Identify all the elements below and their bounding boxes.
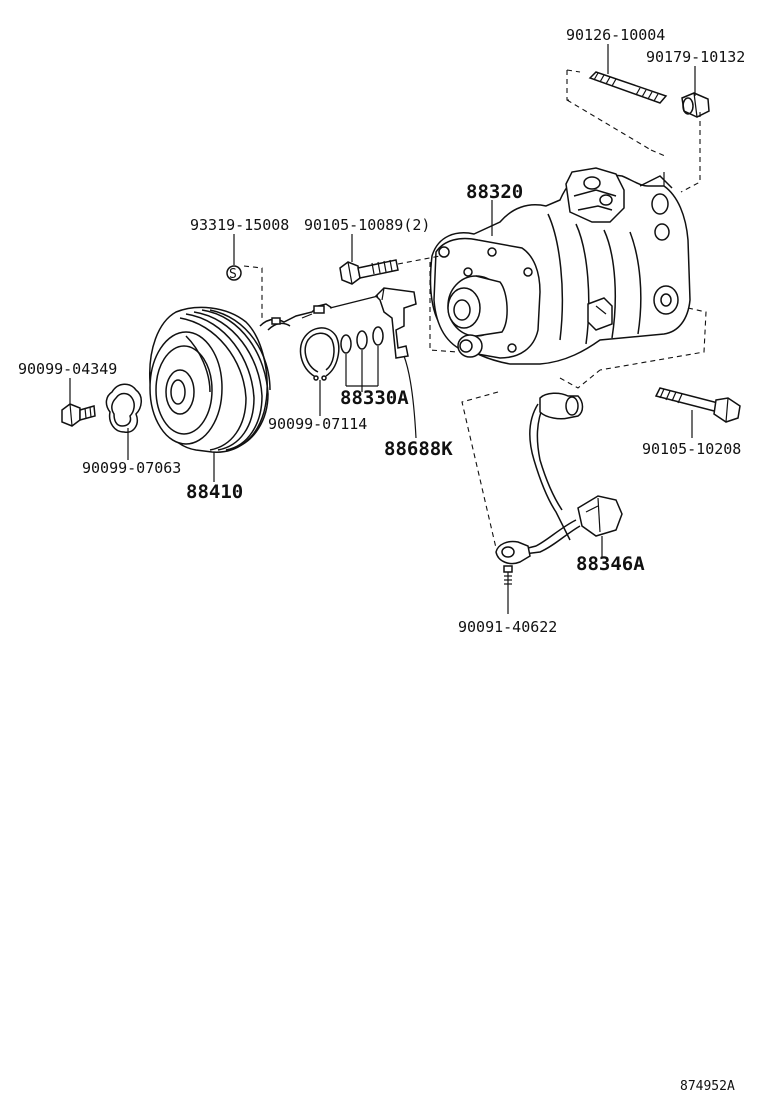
long-bolt-part — [654, 387, 741, 423]
washer-symbol: S — [229, 267, 237, 282]
shim-part — [105, 383, 142, 433]
callout-88320: 88320 — [466, 181, 523, 203]
callout-93319-15008: 93319-15008 — [190, 216, 289, 234]
center-bolt-part — [61, 403, 96, 427]
screw-part — [503, 565, 513, 590]
callout-90105-10208: 90105-10208 — [642, 440, 741, 458]
callout-88346A: 88346A — [576, 553, 645, 575]
callout-90099-04349: 90099-04349 — [18, 360, 117, 378]
clutch-pulley-part — [149, 303, 333, 453]
o-ring-set-part — [340, 326, 384, 354]
flange-nut-part — [681, 92, 710, 118]
washer-s-part: S — [226, 265, 242, 282]
callout-90105-10089: 90105-10089(2) — [304, 216, 430, 234]
snap-ring-part — [299, 327, 340, 381]
mounting-bolt-part — [339, 259, 399, 285]
callout-90091-40622: 90091-40622 — [458, 618, 557, 636]
callout-90126-10004: 90126-10004 — [566, 26, 665, 44]
compressor-part — [429, 167, 691, 365]
stud-bolt-part — [588, 71, 668, 104]
sensor-harness-part — [495, 392, 623, 565]
callout-90179-10132: 90179-10132 — [646, 48, 745, 66]
bracket-part — [374, 287, 417, 359]
callout-88410: 88410 — [186, 481, 243, 503]
callout-90099-07063: 90099-07063 — [82, 459, 181, 477]
callout-90099-07114: 90099-07114 — [268, 415, 367, 433]
figure-id: 874952A — [680, 1079, 735, 1094]
callout-88688K: 88688K — [384, 438, 453, 460]
callout-88330A: 88330A — [340, 387, 409, 409]
